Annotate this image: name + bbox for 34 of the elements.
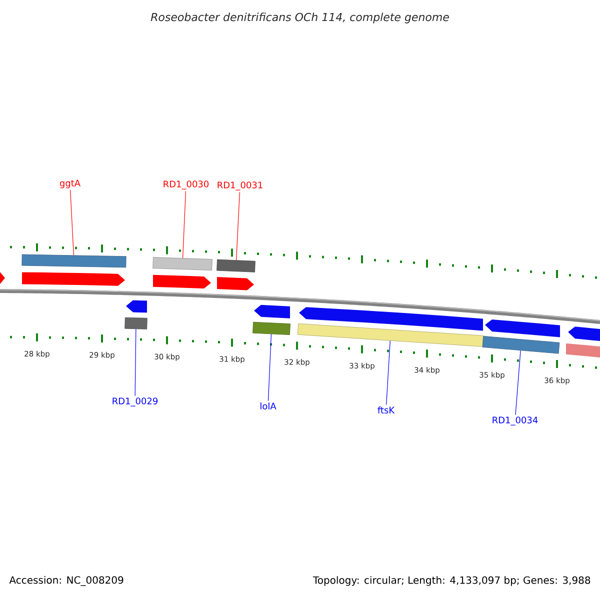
coding-region <box>153 274 211 289</box>
leader-line <box>268 334 272 402</box>
gene-bar <box>124 317 148 330</box>
gene-bar <box>152 257 212 270</box>
gene-label: RD1_0029 <box>112 398 158 406</box>
gene-label: ftsK <box>378 406 395 414</box>
gene-bar <box>297 323 484 347</box>
leader-line <box>386 340 390 406</box>
gene-bar <box>22 254 126 268</box>
coding-region <box>0 272 5 284</box>
gene-bar <box>216 259 256 272</box>
leader-line <box>134 328 136 396</box>
leader-line <box>182 190 186 258</box>
gene-bar <box>482 336 560 354</box>
genome-info-text: Topology: circular; Length: 4,133,097 bp; Genes: 3,988 <box>312 576 590 586</box>
gene-bar <box>566 343 600 358</box>
title: Roseobacter denitrificans OCh 114, complete genome <box>150 12 449 24</box>
coding-region <box>126 300 147 313</box>
coding-region <box>568 326 600 341</box>
coding-region <box>22 272 125 286</box>
gene-label: RD1_0034 <box>492 416 538 426</box>
accession-text: Accession: NC_008209 <box>9 576 124 586</box>
leader-line <box>515 350 521 416</box>
gene-label: ggtA <box>60 180 80 188</box>
coding-region <box>485 319 560 338</box>
gene-label: lolA <box>260 402 276 410</box>
gene-bar <box>252 322 290 335</box>
gene-label: RD1_0030 <box>164 180 209 190</box>
leader-line <box>70 190 74 256</box>
leader-line <box>236 192 240 260</box>
coding-region <box>254 304 290 318</box>
coding-region <box>217 277 254 290</box>
coding-region <box>299 307 483 331</box>
gene-label: RD1_0031 <box>218 182 262 190</box>
